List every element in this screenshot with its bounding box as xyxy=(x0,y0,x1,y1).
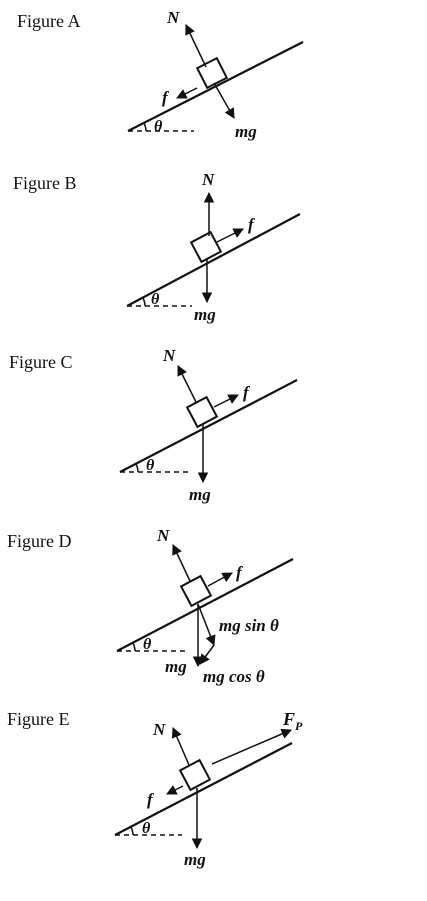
parallel-component-arrow xyxy=(199,644,215,665)
weight-label: mg xyxy=(194,305,216,324)
incline-surface xyxy=(114,742,293,836)
figure-c-title: Figure C xyxy=(9,352,73,372)
friction-arrow xyxy=(213,394,239,408)
figure-b-title: Figure B xyxy=(13,173,77,193)
perpendicular-component-label: mg cos θ xyxy=(203,667,265,686)
angle-arc xyxy=(130,826,134,836)
friction-arrow xyxy=(216,228,244,243)
pull-force-arrow xyxy=(211,728,292,765)
angle-label: θ xyxy=(154,118,163,135)
perpendicular-component-arrow xyxy=(197,603,216,646)
friction-arrow xyxy=(207,572,233,587)
weight-label: mg xyxy=(235,122,257,141)
angle-label: θ xyxy=(151,291,160,308)
figure-a-diagram: N f mg θ xyxy=(127,8,304,141)
normal-force-label: N xyxy=(156,526,170,545)
figure-a-title: Figure A xyxy=(17,11,81,31)
incline-surface xyxy=(116,558,294,652)
normal-force-label: N xyxy=(201,170,215,189)
incline-surface xyxy=(119,379,298,473)
angle-label: θ xyxy=(146,457,155,474)
weight-label: mg xyxy=(189,485,211,504)
angle-arc xyxy=(143,122,147,132)
normal-force-arrow xyxy=(177,365,197,403)
normal-force-arrow xyxy=(172,544,191,582)
normal-force-label: N xyxy=(166,8,180,27)
figure-d-title: Figure D xyxy=(7,531,72,551)
figure-d-diagram: N f mg sin θ mg mg cos θ θ xyxy=(116,526,294,686)
angle-arc xyxy=(142,297,146,307)
block xyxy=(189,230,223,264)
block xyxy=(179,574,213,608)
normal-force-label: N xyxy=(152,720,166,739)
friction-label: f xyxy=(243,383,251,402)
parallel-component-label: mg sin θ xyxy=(219,616,279,635)
friction-label: f xyxy=(248,215,256,234)
angle-arc xyxy=(132,642,136,652)
figure-e-title: Figure E xyxy=(7,709,70,729)
friction-label: f xyxy=(147,790,155,809)
weight-label: mg xyxy=(184,850,206,869)
figure-e-diagram: N f mg FP θ xyxy=(114,709,303,869)
friction-label: f xyxy=(162,88,170,107)
angle-arc xyxy=(135,463,139,473)
normal-force-arrow xyxy=(185,24,207,68)
normal-force-arrow xyxy=(171,727,190,766)
normal-force-label: N xyxy=(162,346,176,365)
weight-label: mg xyxy=(165,657,187,676)
friction-arrow xyxy=(166,785,184,795)
incline-surface xyxy=(126,213,301,307)
angle-label: θ xyxy=(142,820,151,837)
weight-arrow xyxy=(213,82,235,119)
figure-c-diagram: N f mg θ xyxy=(119,346,298,504)
angle-label: θ xyxy=(143,636,152,653)
friction-arrow xyxy=(176,87,198,99)
pull-force-label: FP xyxy=(282,709,303,733)
block xyxy=(185,395,219,429)
friction-label: f xyxy=(236,563,244,582)
figure-b-diagram: N f mg θ xyxy=(126,170,301,324)
block xyxy=(178,758,212,792)
